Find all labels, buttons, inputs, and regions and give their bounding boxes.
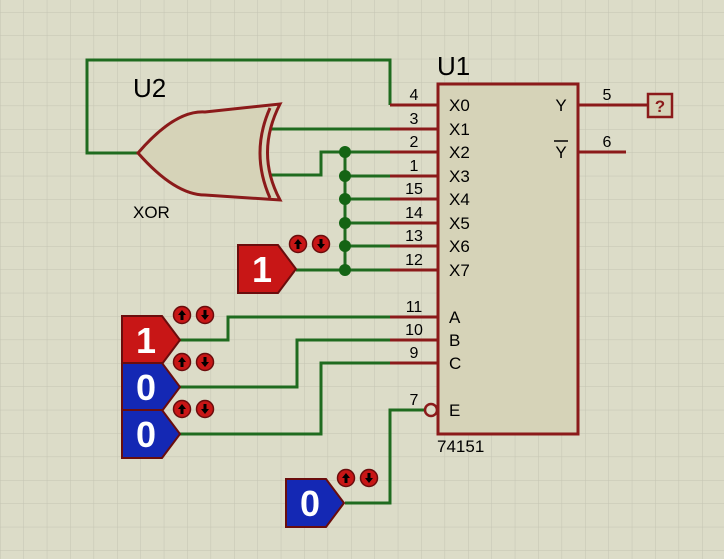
logic-state-sources: 1 1 0 0 0 (121, 234, 379, 528)
u1-pin-stubs (390, 103, 650, 365)
down-arrow-icon[interactable] (195, 305, 215, 325)
u1-input-c-label: C (449, 354, 461, 373)
u1-input-x6-label: X6 (449, 237, 470, 256)
u1-pin-7-number: 7 (410, 392, 419, 409)
u1-chip-body[interactable] (436, 82, 580, 436)
up-arrow-icon[interactable] (172, 399, 192, 419)
u1-pin-5-number: 5 (603, 87, 612, 104)
enable-inverter-bubble (423, 402, 439, 418)
down-arrow-icon[interactable] (195, 399, 215, 419)
u1-pin-11-number: 11 (406, 299, 423, 316)
logic-source-value: 0 (136, 414, 156, 455)
junction-dots (339, 146, 351, 276)
u1-pin-14-number: 14 (405, 205, 423, 222)
x0-feedback-wire[interactable] (85, 58, 392, 155)
u1-pin-3-number: 3 (410, 111, 419, 128)
up-arrow-icon[interactable] (172, 305, 192, 325)
up-arrow-icon[interactable] (336, 468, 356, 488)
u1-pin-13-number: 13 (405, 228, 423, 245)
u1-input-a-label: A (449, 308, 461, 327)
u1-pin-9-number: 9 (410, 345, 419, 362)
u1-pin-2-number: 2 (410, 134, 419, 151)
output-probe[interactable]: ? (646, 92, 674, 119)
u1-input-x0-label: X0 (449, 96, 470, 115)
u1-pin-12-number: 12 (405, 252, 423, 269)
logic-source-e[interactable]: 0 (285, 468, 379, 528)
logic-source-x-high[interactable]: 1 (237, 234, 331, 294)
logic-source-b[interactable]: 0 (121, 352, 215, 412)
u1-output-labels: Y 5Y 6 (554, 87, 612, 162)
logic-source-value: 0 (300, 483, 320, 524)
u1-output-y-bar-label: Y (555, 143, 566, 162)
u1-input-x4-label: X4 (449, 190, 470, 209)
u2-ref-label: U2 (133, 73, 166, 103)
logic-source-value: 0 (136, 367, 156, 408)
u2-xor-gate[interactable] (136, 102, 283, 202)
logic-source-value: 1 (136, 320, 156, 361)
up-arrow-icon[interactable] (172, 352, 192, 372)
u1-pin-1-number: 1 (410, 158, 419, 175)
u1-input-b-label: B (449, 331, 460, 350)
logic-source-a[interactable]: 1 (121, 305, 215, 365)
u1-output-y-label: Y (555, 96, 566, 115)
u1-input-x3-label: X3 (449, 167, 470, 186)
u1-pin-6-number: 6 (603, 134, 612, 151)
u1-pin-15-number: 15 (405, 181, 423, 198)
logic-source-c[interactable]: 0 (121, 399, 215, 459)
u1-part-label: 74151 (437, 437, 484, 456)
u2-type-label: XOR (133, 203, 170, 222)
u1-input-x1-label: X1 (449, 120, 470, 139)
down-arrow-icon[interactable] (359, 468, 379, 488)
u1-input-x5-label: X5 (449, 214, 470, 233)
u1-ref-label: U1 (437, 51, 470, 81)
select-wires[interactable] (180, 315, 425, 505)
u1-input-x2-label: X2 (449, 143, 470, 162)
u1-input-x7-label: X7 (449, 261, 470, 280)
u1-pin-10-number: 10 (405, 322, 423, 339)
probe-symbol: ? (655, 97, 665, 116)
logic-source-value: 1 (252, 249, 272, 290)
u1-input-e-label: E (449, 401, 460, 420)
down-arrow-icon[interactable] (311, 234, 331, 254)
u1-pin-4-number: 4 (410, 87, 419, 104)
down-arrow-icon[interactable] (195, 352, 215, 372)
up-arrow-icon[interactable] (288, 234, 308, 254)
